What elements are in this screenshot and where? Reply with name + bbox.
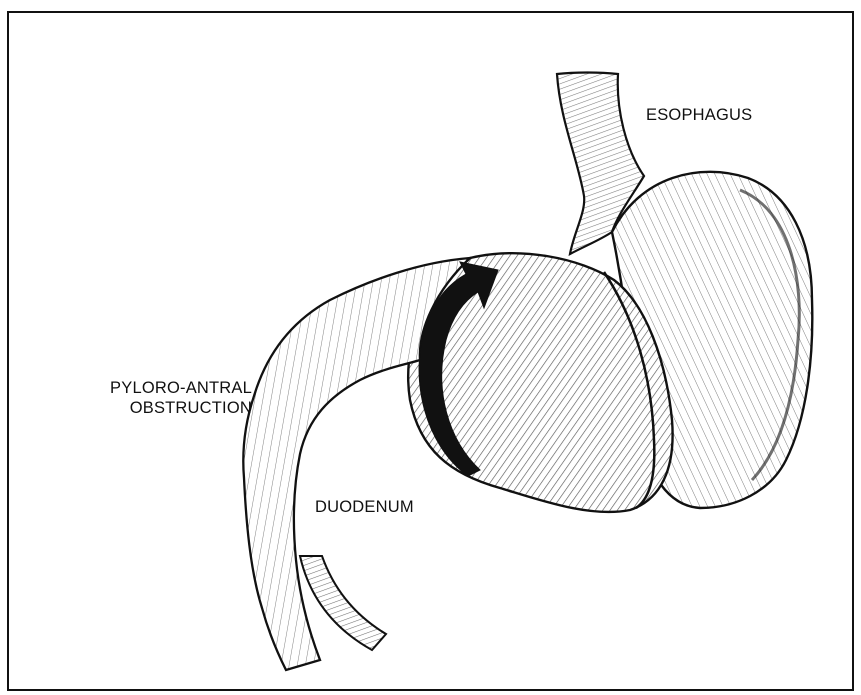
esophagus-label: ESOPHAGUS (646, 105, 752, 125)
duodenum-label: DUODENUM (315, 497, 414, 517)
pyloro-label-line2: OBSTRUCTION (52, 398, 252, 418)
pyloro-label-line1: PYLORO-ANTRAL (52, 378, 252, 398)
pyloro-antral-obstruction-label: PYLORO-ANTRAL OBSTRUCTION (52, 378, 252, 418)
